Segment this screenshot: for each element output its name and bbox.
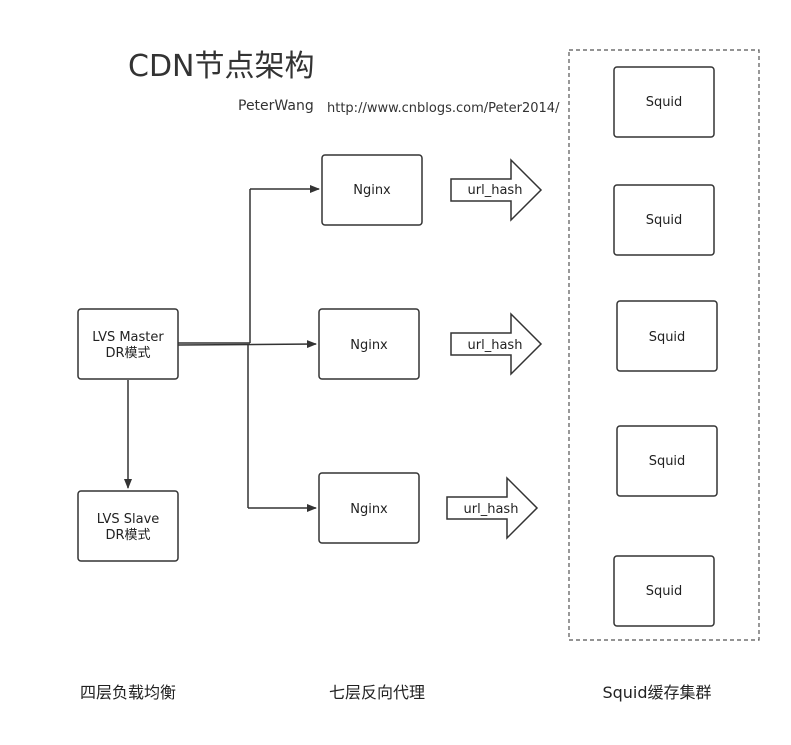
nginx-node: Nginx bbox=[318, 308, 420, 380]
url-hash-arrow: url_hash bbox=[446, 476, 539, 540]
squid-cluster-boundary bbox=[568, 49, 760, 641]
block-arrow-shape bbox=[450, 312, 543, 376]
squid-label: Squid bbox=[646, 95, 683, 110]
lvs-slave-box bbox=[77, 490, 179, 562]
url-hash-label: url_hash bbox=[468, 338, 523, 353]
url-hash-label: url_hash bbox=[464, 502, 519, 517]
lvs-master-box bbox=[77, 308, 179, 380]
lvs-to-nginx-connectors bbox=[124, 185, 320, 512]
layer4-load-balancing-caption: 四层负载均衡 bbox=[80, 683, 176, 702]
lvs-master-label: LVS Master bbox=[92, 330, 164, 345]
layer7-reverse-proxy-caption: 七层反向代理 bbox=[329, 683, 425, 702]
block-arrow-shape bbox=[446, 476, 539, 540]
squid-label: Squid bbox=[649, 330, 686, 345]
squid-node: Squid bbox=[613, 555, 715, 627]
squid-node: Squid bbox=[616, 425, 718, 497]
squid-box bbox=[613, 184, 715, 256]
squid-box bbox=[616, 425, 718, 497]
nginx-node: Nginx bbox=[321, 154, 423, 226]
squid-node: Squid bbox=[613, 184, 715, 256]
lvs-slave-node: LVS Slave DR模式 bbox=[77, 490, 179, 562]
lvs-master-node: LVS Master DR模式 bbox=[77, 308, 179, 380]
nginx-node: Nginx bbox=[318, 472, 420, 544]
squid-box bbox=[613, 66, 715, 138]
author-name: PeterWang bbox=[238, 98, 314, 114]
squid-box bbox=[613, 555, 715, 627]
arrow-to-nginx-2 bbox=[177, 340, 317, 349]
squid-label: Squid bbox=[646, 213, 683, 228]
url-hash-label: url_hash bbox=[468, 183, 523, 198]
lvs-master-mode: DR模式 bbox=[105, 346, 150, 361]
lvs-slave-mode: DR模式 bbox=[105, 528, 150, 543]
squid-label: Squid bbox=[649, 454, 686, 469]
nginx-label: Nginx bbox=[350, 502, 388, 517]
squid-node: Squid bbox=[616, 300, 718, 372]
squid-node: Squid bbox=[613, 66, 715, 138]
nginx-box bbox=[318, 472, 420, 544]
nginx-box bbox=[318, 308, 420, 380]
nginx-label: Nginx bbox=[353, 183, 391, 198]
nginx-box bbox=[321, 154, 423, 226]
source-url: http://www.cnblogs.com/Peter2014/ bbox=[327, 101, 560, 116]
url-hash-arrow: url_hash bbox=[450, 312, 543, 376]
nginx-label: Nginx bbox=[350, 338, 388, 353]
diagram-title: CDN节点架构 bbox=[128, 49, 315, 84]
lvs-slave-label: LVS Slave bbox=[97, 512, 160, 527]
block-arrow-shape bbox=[450, 158, 543, 222]
url-hash-arrow: url_hash bbox=[450, 158, 543, 222]
squid-cache-cluster-caption: Squid缓存集群 bbox=[602, 683, 711, 702]
squid-label: Squid bbox=[646, 584, 683, 599]
squid-box bbox=[616, 300, 718, 372]
